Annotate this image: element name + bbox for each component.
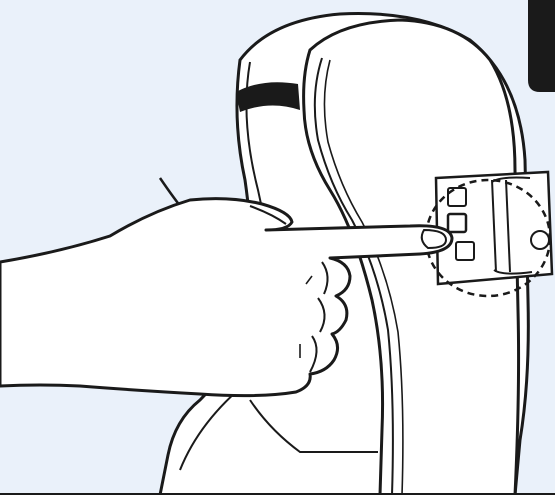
fingernail [422, 230, 446, 248]
panel-button-middle[interactable] [448, 214, 466, 232]
panel-button-bottom[interactable] [456, 242, 474, 260]
step-badge-icon [528, 0, 555, 92]
panel-knob-icon [531, 231, 549, 249]
